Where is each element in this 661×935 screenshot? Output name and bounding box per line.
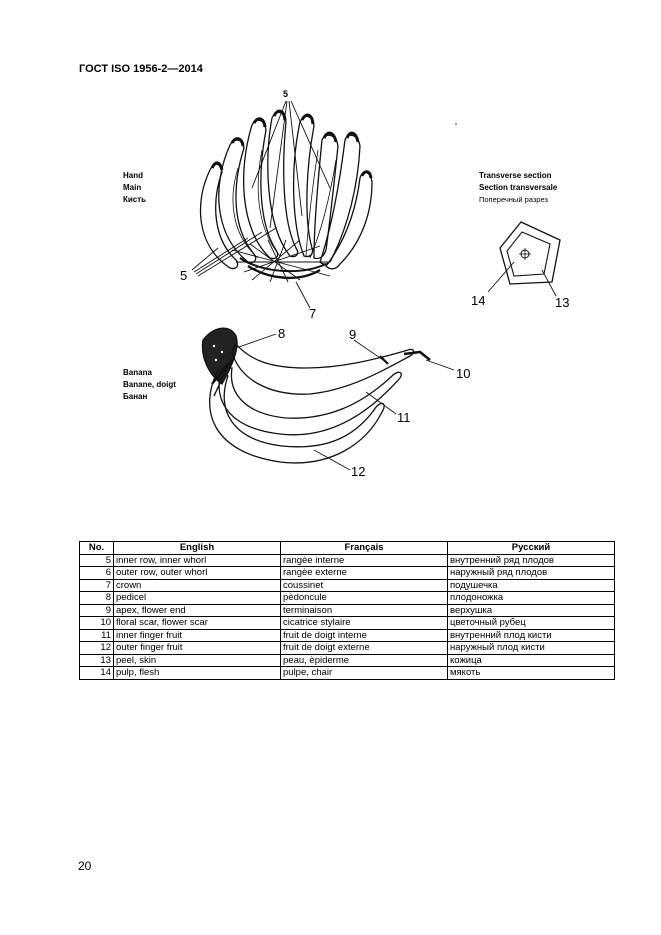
banana-label: Banana Banane, doigt Банан — [123, 368, 176, 401]
document-header: ГОСТ ISO 1956-2—2014 — [79, 63, 203, 75]
table-row: 14 pulp, flesh pulpe, chair мякоть — [79, 666, 615, 680]
callout-11: 11 — [397, 410, 411, 425]
section-label: Transverse section Section transversale … — [479, 171, 558, 204]
section-outer — [499, 221, 561, 285]
callout-10: 10 — [456, 366, 471, 381]
inner-finger — [231, 342, 415, 395]
table-row: 6 outer row, outer whorl rangèe externe … — [79, 566, 615, 580]
header-english: English — [113, 541, 281, 555]
table-row: 7 crown coussinet подушечка — [79, 578, 615, 592]
banana-figure — [191, 100, 561, 471]
header-french: Français — [280, 541, 448, 555]
terms-table: No. English Français Русский 5 inner row… — [79, 541, 615, 680]
callout-5-left: 5 — [180, 268, 188, 283]
middle-finger — [218, 367, 402, 436]
section-inner — [506, 231, 551, 277]
table-row: 8 pedicel pèdoncule плодоножка — [79, 591, 615, 605]
table-row: 5 inner row, inner whorl rangèe interne … — [79, 553, 615, 567]
table-row: 10 floral scar, flower scar cicatrice st… — [79, 616, 615, 630]
table-header-row: No. English Français Русский — [79, 541, 615, 555]
header-no: No. — [79, 541, 114, 555]
outer-finger — [209, 369, 385, 464]
callout-9: 9 — [349, 327, 357, 342]
hand-finger — [199, 163, 239, 270]
callout-5-top: 5 — [283, 89, 289, 99]
hand-finger — [292, 115, 315, 258]
callout-13: 13 — [555, 295, 570, 310]
callout-12: 12 — [351, 464, 366, 479]
table-row: 9 apex, flower end terminaison верхушка — [79, 603, 615, 617]
table-row: 13 peel, skin peau, èpiderme кожица — [79, 653, 615, 667]
hand-finger — [325, 171, 373, 270]
header-russian: Русский — [447, 541, 615, 555]
callout-8: 8 — [278, 326, 286, 341]
callout-7: 7 — [309, 306, 317, 321]
callout-14: 14 — [471, 293, 486, 308]
hand-label: Hand Main Кисть — [123, 171, 147, 204]
table-row: 11 inner finger fruit fruit de doigt int… — [79, 628, 615, 642]
page-number: 20 — [78, 859, 92, 873]
table-row: 12 outer finger fruit fruit de doigt ext… — [79, 641, 615, 655]
